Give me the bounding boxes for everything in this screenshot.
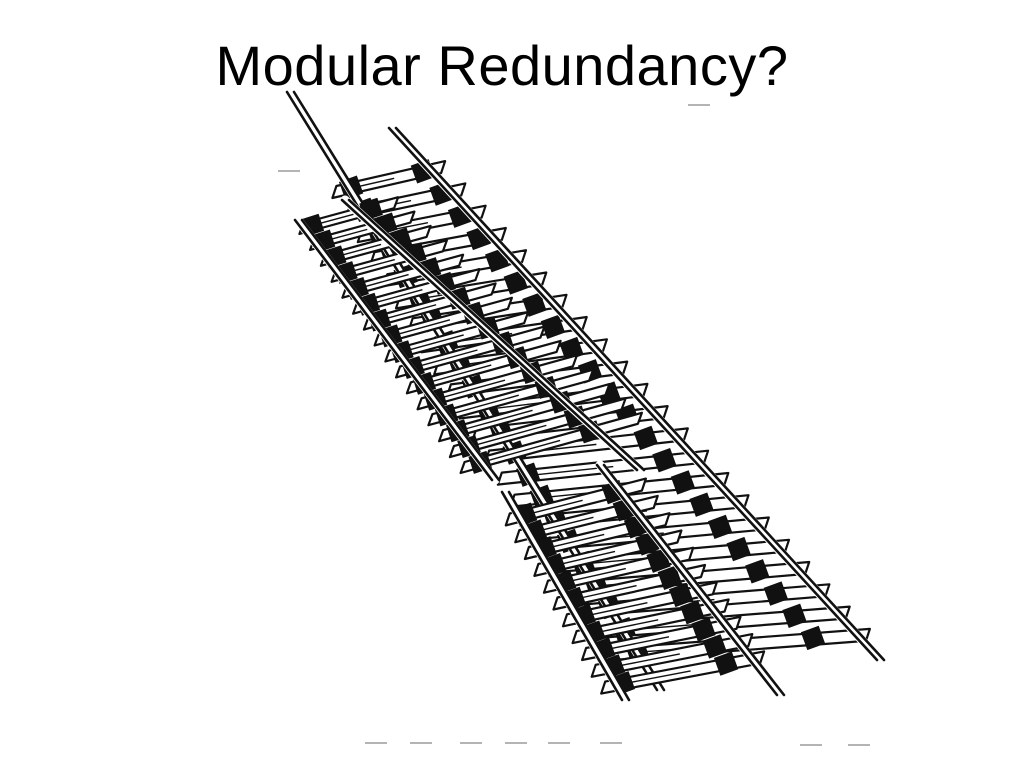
scan-speck xyxy=(365,742,387,744)
tie-plate xyxy=(670,470,696,495)
tie-grain-line xyxy=(607,636,670,650)
rail-left-fill xyxy=(500,487,630,705)
tie-grain-line xyxy=(315,213,354,226)
tie-grain-line xyxy=(431,364,492,383)
tie-plate xyxy=(522,292,547,317)
rail-right-fill xyxy=(595,460,785,700)
scan-speck xyxy=(410,742,432,744)
scan-speck xyxy=(600,742,622,744)
tracks-drawing xyxy=(278,87,886,746)
rail-right-fill xyxy=(340,195,645,475)
slide-title: Modular Redundancy? xyxy=(215,34,789,97)
tie-grain-line xyxy=(442,379,506,399)
tie-grain-line xyxy=(557,550,616,566)
tie-plate xyxy=(633,425,659,451)
scan-speck xyxy=(800,744,822,746)
tie-plate xyxy=(691,617,716,642)
rail-right-edge-a xyxy=(340,198,639,472)
scan-speck xyxy=(505,742,527,744)
rail-left-edge-b xyxy=(300,218,501,482)
tie-grain-line xyxy=(587,602,648,617)
tie-plate xyxy=(680,599,705,625)
rail-left-edge-b xyxy=(507,490,631,702)
tie-grain-line xyxy=(567,567,626,583)
tie-grain-line xyxy=(528,499,583,515)
scan-speck xyxy=(848,744,870,746)
tie-grain-line xyxy=(396,319,451,336)
scan-speck xyxy=(460,742,482,744)
tie-plate xyxy=(782,603,807,628)
tie-grain-line xyxy=(350,258,395,273)
tie-grain-line xyxy=(373,289,423,304)
tie-grain-line xyxy=(597,619,659,634)
tie-plate xyxy=(800,625,826,651)
scan-speck xyxy=(548,742,570,744)
track-segment-1 xyxy=(293,195,646,485)
tie-grain-line xyxy=(547,533,605,549)
tie-grain-line xyxy=(577,584,637,600)
rail-right-edge-b xyxy=(394,126,886,662)
tie-plate xyxy=(668,582,694,608)
scan-speck xyxy=(688,104,710,106)
tie-grain-line xyxy=(326,228,368,241)
tie-grain-line xyxy=(408,334,464,351)
tie-plate xyxy=(713,651,739,676)
rail-right-fill xyxy=(387,123,885,665)
rail-left-fill xyxy=(293,215,500,485)
rail-right-edge-a xyxy=(387,126,879,662)
tie-plate xyxy=(726,536,751,562)
tie-grain-line xyxy=(537,516,594,532)
tie-plate xyxy=(763,581,789,606)
tie-plate xyxy=(689,492,714,517)
rail-left-edge-a xyxy=(500,490,624,702)
tie-grain-line xyxy=(617,653,680,667)
tie-grain-line xyxy=(626,670,691,684)
tie-plate xyxy=(657,565,683,590)
rail-right-edge-b xyxy=(347,198,646,472)
tie-grain-line xyxy=(338,243,382,257)
tie-plate xyxy=(652,448,677,473)
tie-plate xyxy=(702,634,728,659)
tie-plate xyxy=(540,314,566,340)
tie-plate xyxy=(745,559,770,584)
scan-specks xyxy=(278,104,870,746)
tie-grain-line xyxy=(361,273,409,289)
rail-left-edge-a xyxy=(293,218,494,482)
tie-plate xyxy=(503,270,528,295)
tie-grain-line xyxy=(384,304,437,320)
scan-speck xyxy=(278,170,300,172)
rail-right-edge-a xyxy=(595,463,779,697)
track-segment-2 xyxy=(500,460,786,705)
tie-grain-line xyxy=(477,424,547,446)
tie-grain-line xyxy=(419,349,478,367)
tie-grain-line xyxy=(489,439,561,461)
rail-right-edge-b xyxy=(602,463,786,697)
tie-grain-line xyxy=(465,409,533,430)
tie-plate xyxy=(707,514,733,540)
tie-grain-line xyxy=(454,394,519,414)
